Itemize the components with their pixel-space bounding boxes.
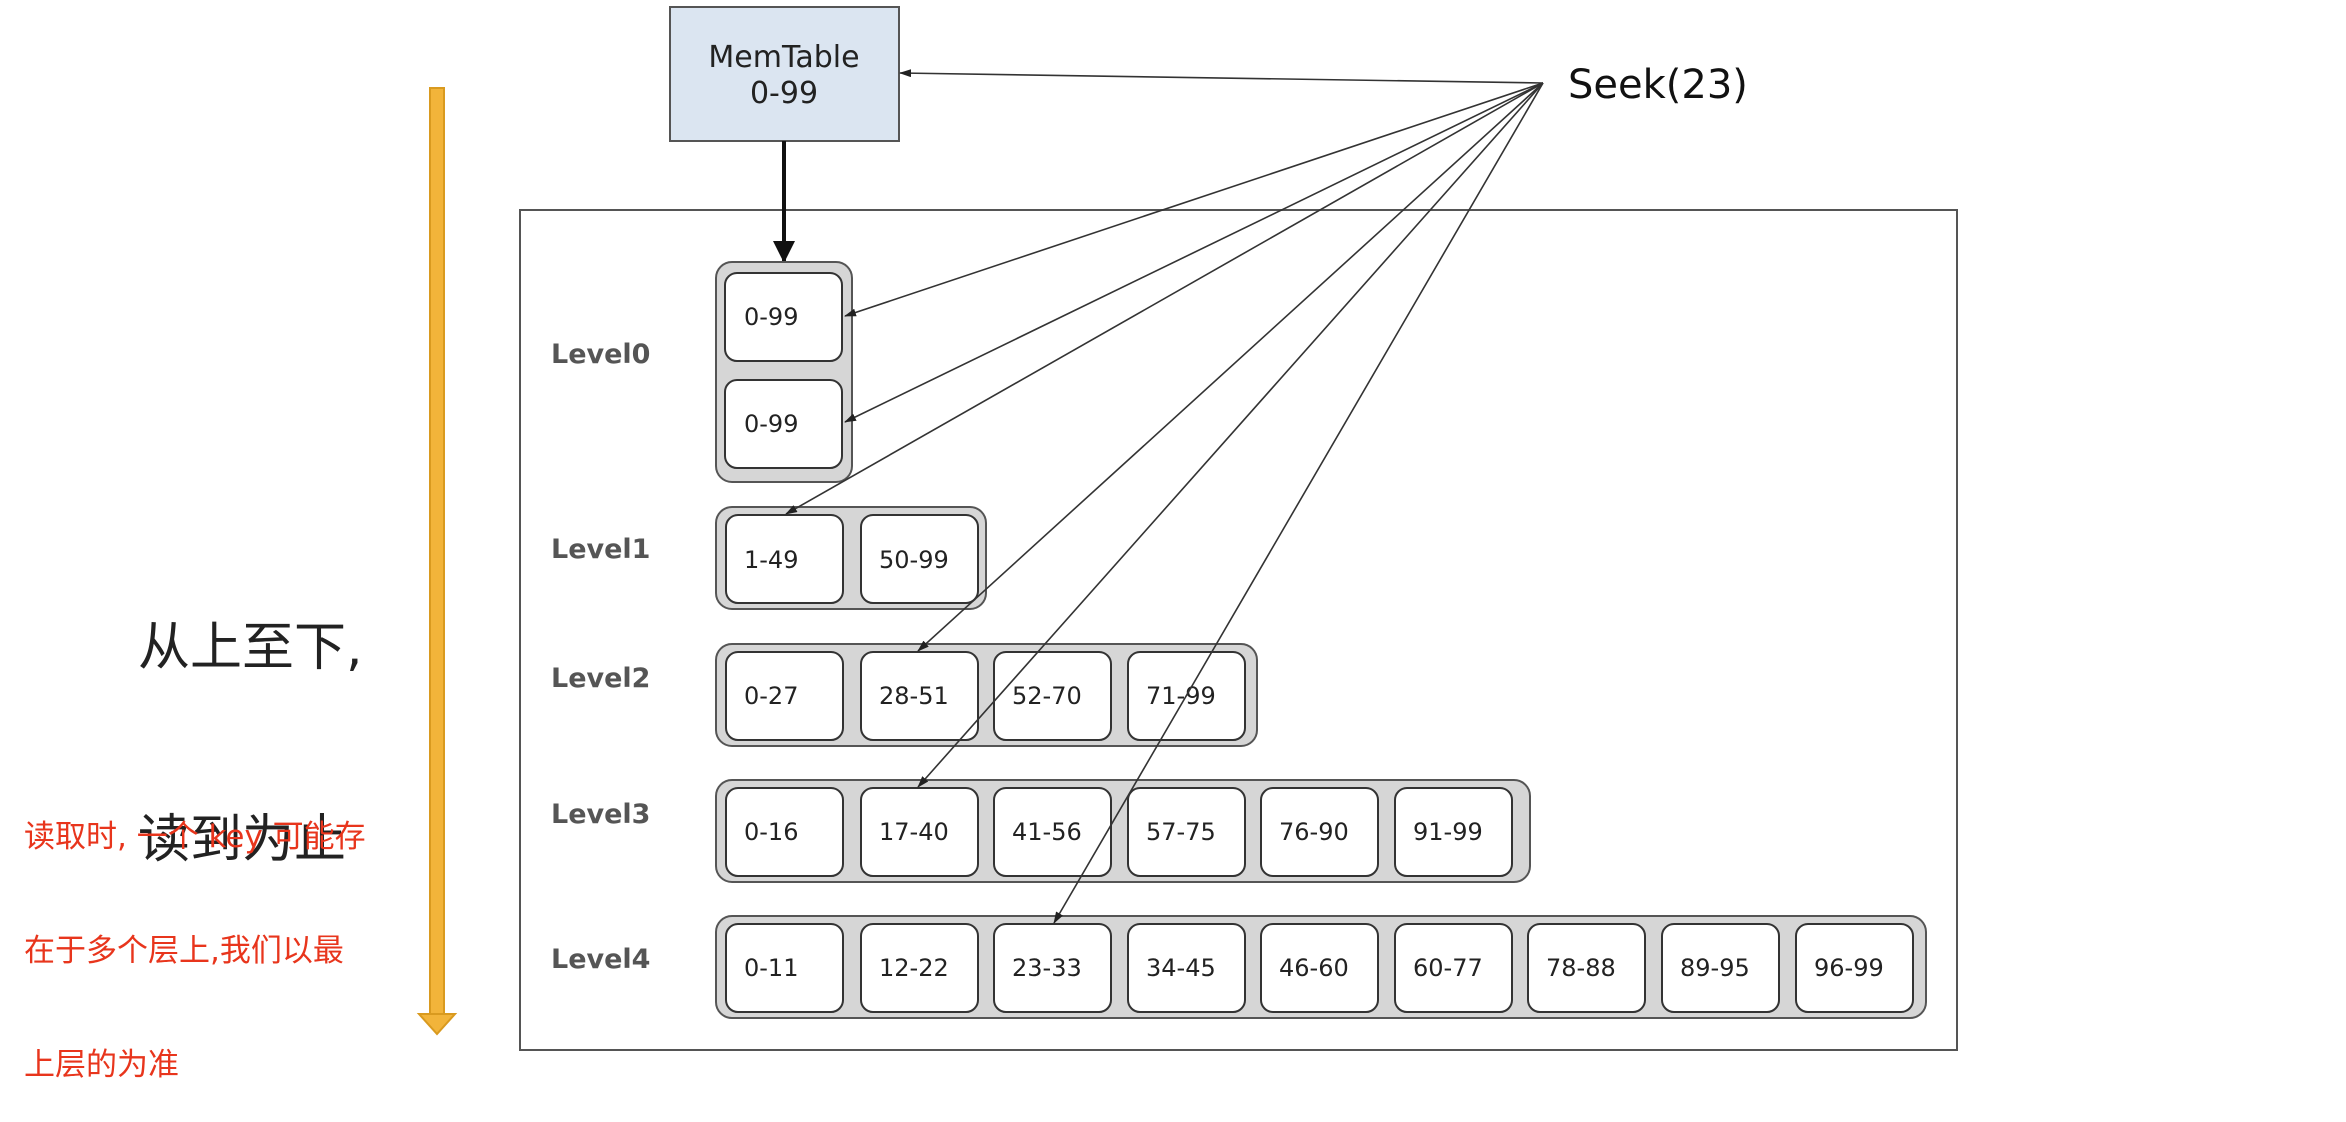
sstable-range: 50-99: [879, 546, 949, 574]
level0-group: 0-99 0-99: [715, 261, 853, 483]
level2-group: 0-27 28-51 52-70 71-99: [715, 643, 1258, 747]
seek-label: Seek(23): [1568, 62, 1748, 108]
seek-arrow-l3: [917, 82, 1544, 788]
sst-container: [519, 209, 1958, 1051]
read-order-line-1: 从上至下,: [138, 618, 363, 678]
sstable-range: 17-40: [879, 818, 949, 846]
seek-arrows: [785, 69, 1544, 924]
seek-arrow-l2: [917, 82, 1544, 652]
sstable-l4-1: 12-22: [860, 923, 979, 1013]
sstable-l4-8: 96-99: [1795, 923, 1914, 1013]
top-to-bottom-arrow: [416, 87, 458, 1036]
sstable-l3-1: 17-40: [860, 787, 979, 877]
read-order-line-2: 读到为止: [138, 810, 347, 870]
sstable-range: 0-11: [744, 954, 798, 982]
seek-arrow-l4: [1053, 82, 1544, 924]
sstable-range: 78-88: [1546, 954, 1616, 982]
sstable-l4-3: 34-45: [1127, 923, 1246, 1013]
memtable-title: MemTable: [708, 40, 859, 75]
sstable-l4-2: 23-33: [993, 923, 1112, 1013]
level3-group: 0-16 17-40 41-56 57-75 76-90 91-99: [715, 779, 1531, 883]
sstable-l3-5: 91-99: [1394, 787, 1513, 877]
level-label-4: Level4: [551, 944, 650, 975]
seek-arrow-memtable: [899, 69, 1544, 84]
sstable-l4-0: 0-11: [725, 923, 844, 1013]
note-line-2: 在于多个层上,我们以最: [24, 933, 344, 969]
sstable-range: 28-51: [879, 682, 949, 710]
sstable-l1-1: 50-99: [860, 514, 979, 604]
sstable-range: 0-99: [744, 303, 798, 331]
sstable-range: 57-75: [1146, 818, 1216, 846]
sstable-range: 91-99: [1413, 818, 1483, 846]
sstable-l2-0: 0-27: [725, 651, 844, 741]
level-label-0: Level0: [551, 339, 650, 370]
sstable-range: 0-16: [744, 818, 798, 846]
sstable-range: 0-27: [744, 682, 798, 710]
sstable-range: 46-60: [1279, 954, 1349, 982]
sstable-l1-0: 1-49: [725, 514, 844, 604]
sstable-range: 12-22: [879, 954, 949, 982]
sstable-l4-7: 89-95: [1661, 923, 1780, 1013]
level-label-2: Level2: [551, 663, 650, 694]
top-level-wins-note: 读取时, 一个 key 可能存 在于多个层上,我们以最 上层的为准: [24, 742, 424, 1122]
sstable-range: 52-70: [1012, 682, 1082, 710]
sstable-l4-4: 46-60: [1260, 923, 1379, 1013]
sstable-range: 96-99: [1814, 954, 1884, 982]
level-label-1: Level1: [551, 534, 650, 565]
memtable-box: MemTable 0-99: [669, 6, 900, 142]
sstable-range: 76-90: [1279, 818, 1349, 846]
sstable-l4-6: 78-88: [1527, 923, 1646, 1013]
lsm-read-diagram: MemTable 0-99 Seek(23) Level0 Level1 Lev…: [416, 6, 1958, 1051]
sstable-l4-5: 60-77: [1394, 923, 1513, 1013]
sstable-l2-1: 28-51: [860, 651, 979, 741]
note-line-1: 读取时, 一个 key 可能存: [24, 819, 366, 855]
level-label-3: Level3: [551, 799, 650, 830]
sstable-l3-2: 41-56: [993, 787, 1112, 877]
sstable-range: 34-45: [1146, 954, 1216, 982]
read-order-note: 从上至下, 读到为止: [138, 488, 438, 936]
sstable-range: 41-56: [1012, 818, 1082, 846]
sstable-l0-1: 0-99: [724, 379, 843, 469]
level1-group: 1-49 50-99: [715, 506, 987, 610]
sstable-l2-2: 52-70: [993, 651, 1112, 741]
seek-arrow-l0-0: [844, 82, 1544, 317]
sstable-l0-0: 0-99: [724, 272, 843, 362]
level4-group: 0-11 12-22 23-33 34-45 46-60 60-77 78-88: [715, 915, 1927, 1019]
sstable-range: 60-77: [1413, 954, 1483, 982]
sstable-l3-0: 0-16: [725, 787, 844, 877]
sstable-range: 89-95: [1680, 954, 1750, 982]
sstable-l3-4: 76-90: [1260, 787, 1379, 877]
seek-arrow-l0-1: [844, 82, 1544, 423]
seek-arrow-l1: [785, 82, 1544, 515]
memtable-range: 0-99: [750, 76, 818, 111]
sstable-l3-3: 57-75: [1127, 787, 1246, 877]
sstable-range: 1-49: [744, 546, 798, 574]
note-line-3: 上层的为准: [24, 1047, 179, 1083]
sstable-range: 0-99: [744, 410, 798, 438]
sstable-range: 23-33: [1012, 954, 1082, 982]
